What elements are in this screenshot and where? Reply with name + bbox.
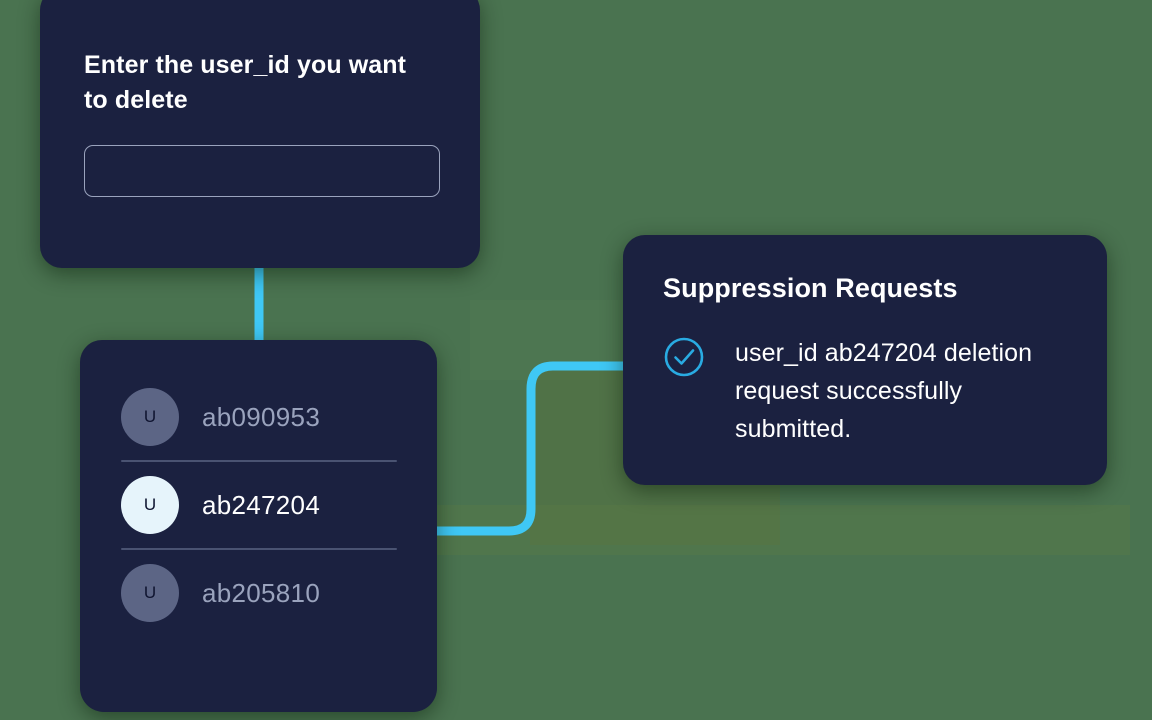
list-item-label: ab090953 bbox=[202, 401, 321, 432]
user-id-prompt-card: Enter the user_id you want to delete bbox=[40, 0, 480, 268]
connector-list-to-suppression bbox=[429, 361, 628, 536]
avatar: U bbox=[121, 564, 179, 622]
user-list-card: U ab090953 U ab247204 U ab205810 bbox=[80, 340, 437, 712]
list-divider bbox=[121, 460, 397, 462]
card-title: Suppression Requests bbox=[663, 273, 958, 303]
prompt-text: Enter the user_id you want to delete bbox=[84, 51, 407, 114]
list-divider bbox=[121, 548, 397, 550]
suppression-requests-card: Suppression Requests user_id ab247204 de… bbox=[623, 235, 1107, 485]
status-row: user_id ab247204 deletion request succes… bbox=[663, 334, 1073, 448]
background-patch bbox=[430, 505, 1130, 555]
avatar: U bbox=[121, 476, 179, 534]
list-item-label: ab205810 bbox=[202, 577, 321, 608]
list-item[interactable]: U ab205810 bbox=[80, 550, 437, 636]
avatar: U bbox=[121, 388, 179, 446]
list-item[interactable]: U ab090953 bbox=[80, 374, 437, 460]
user-id-input[interactable] bbox=[84, 145, 440, 197]
list-item-label: ab247204 bbox=[202, 489, 321, 520]
list-item-selected[interactable]: U ab247204 bbox=[80, 462, 437, 548]
circle-check-icon bbox=[664, 337, 704, 377]
status-message: user_id ab247204 deletion request succes… bbox=[735, 339, 1033, 443]
